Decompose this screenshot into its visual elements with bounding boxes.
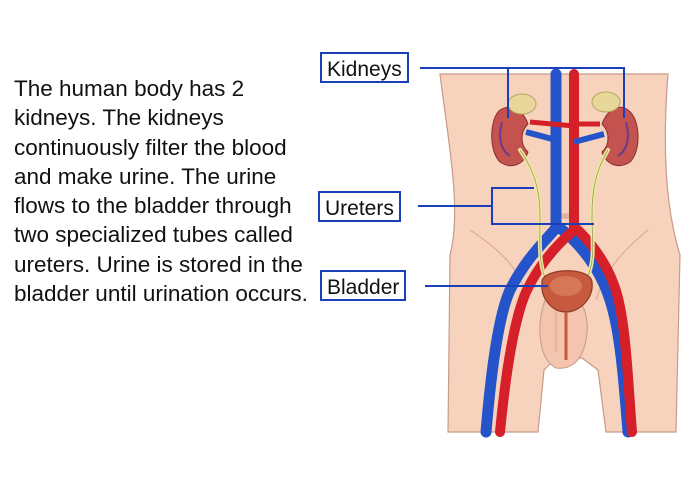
- kidney-right: [591, 91, 639, 167]
- kidneys-callout-line: [420, 67, 625, 118]
- bladder-label: Bladder: [320, 270, 407, 301]
- adrenal-left: [507, 93, 537, 115]
- ureter-left-outline: [519, 149, 547, 281]
- aorta: [495, 69, 579, 437]
- adrenal-right: [591, 91, 621, 113]
- description-text: The human body has 2 kidneys. The kidney…: [14, 76, 308, 307]
- vena-cava: [480, 68, 562, 438]
- ureters-label: Ureters: [318, 191, 401, 222]
- kidneys-label: Kidneys: [320, 52, 409, 83]
- genital: [539, 297, 588, 369]
- ureter-right-outline: [585, 149, 609, 281]
- ureters-callout-line: [418, 187, 594, 225]
